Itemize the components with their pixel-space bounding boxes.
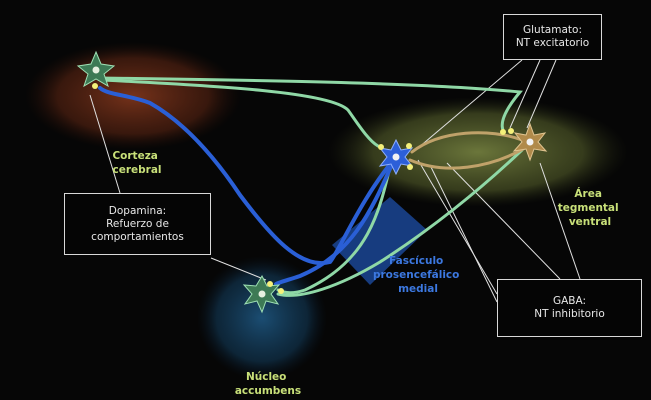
- glutamate-callout-title: Glutamato:: [522, 24, 582, 36]
- accumbens-region: [197, 256, 327, 380]
- vta-region: [328, 97, 628, 207]
- accumbens-label: Núcleo accumbens: [235, 371, 301, 397]
- gaba-callout-desc: NT inhibitorio: [534, 308, 605, 320]
- dopamine-callout-desc-2: comportamientos: [91, 230, 184, 243]
- glutamate-callout-desc: NT excitatorio: [515, 37, 590, 49]
- gaba-callout: GABA: NT inhibitorio: [497, 279, 642, 337]
- forebrain-bundle: [332, 197, 427, 285]
- vta-gaba-neuron: [500, 122, 548, 162]
- bundle-label: Fascículo prosencefálico medial: [373, 255, 463, 295]
- vta-label: Área tegmental ventral: [558, 187, 623, 228]
- dopamine-callout-desc-1: Refuerzo de: [106, 217, 169, 230]
- cortex-label: Corteza cerebral: [112, 150, 161, 176]
- dopamine-pathways: [98, 86, 397, 286]
- callout-leaders: [89, 59, 581, 303]
- glutamate-callout: Glutamato: NT excitatorio: [503, 14, 602, 60]
- vta-dopamine-neuron: [378, 138, 414, 176]
- glutamate-pathways: [98, 76, 524, 297]
- accumbens-neuron: [242, 274, 284, 314]
- gaba-callout-title: GABA:: [552, 295, 587, 307]
- gaba-pathways: [408, 131, 527, 170]
- cortex-neuron: [76, 50, 116, 89]
- dopamine-callout: Dopamina: Refuerzo de comportamientos: [64, 193, 211, 255]
- dopamine-callout-title: Dopamina:: [108, 204, 167, 217]
